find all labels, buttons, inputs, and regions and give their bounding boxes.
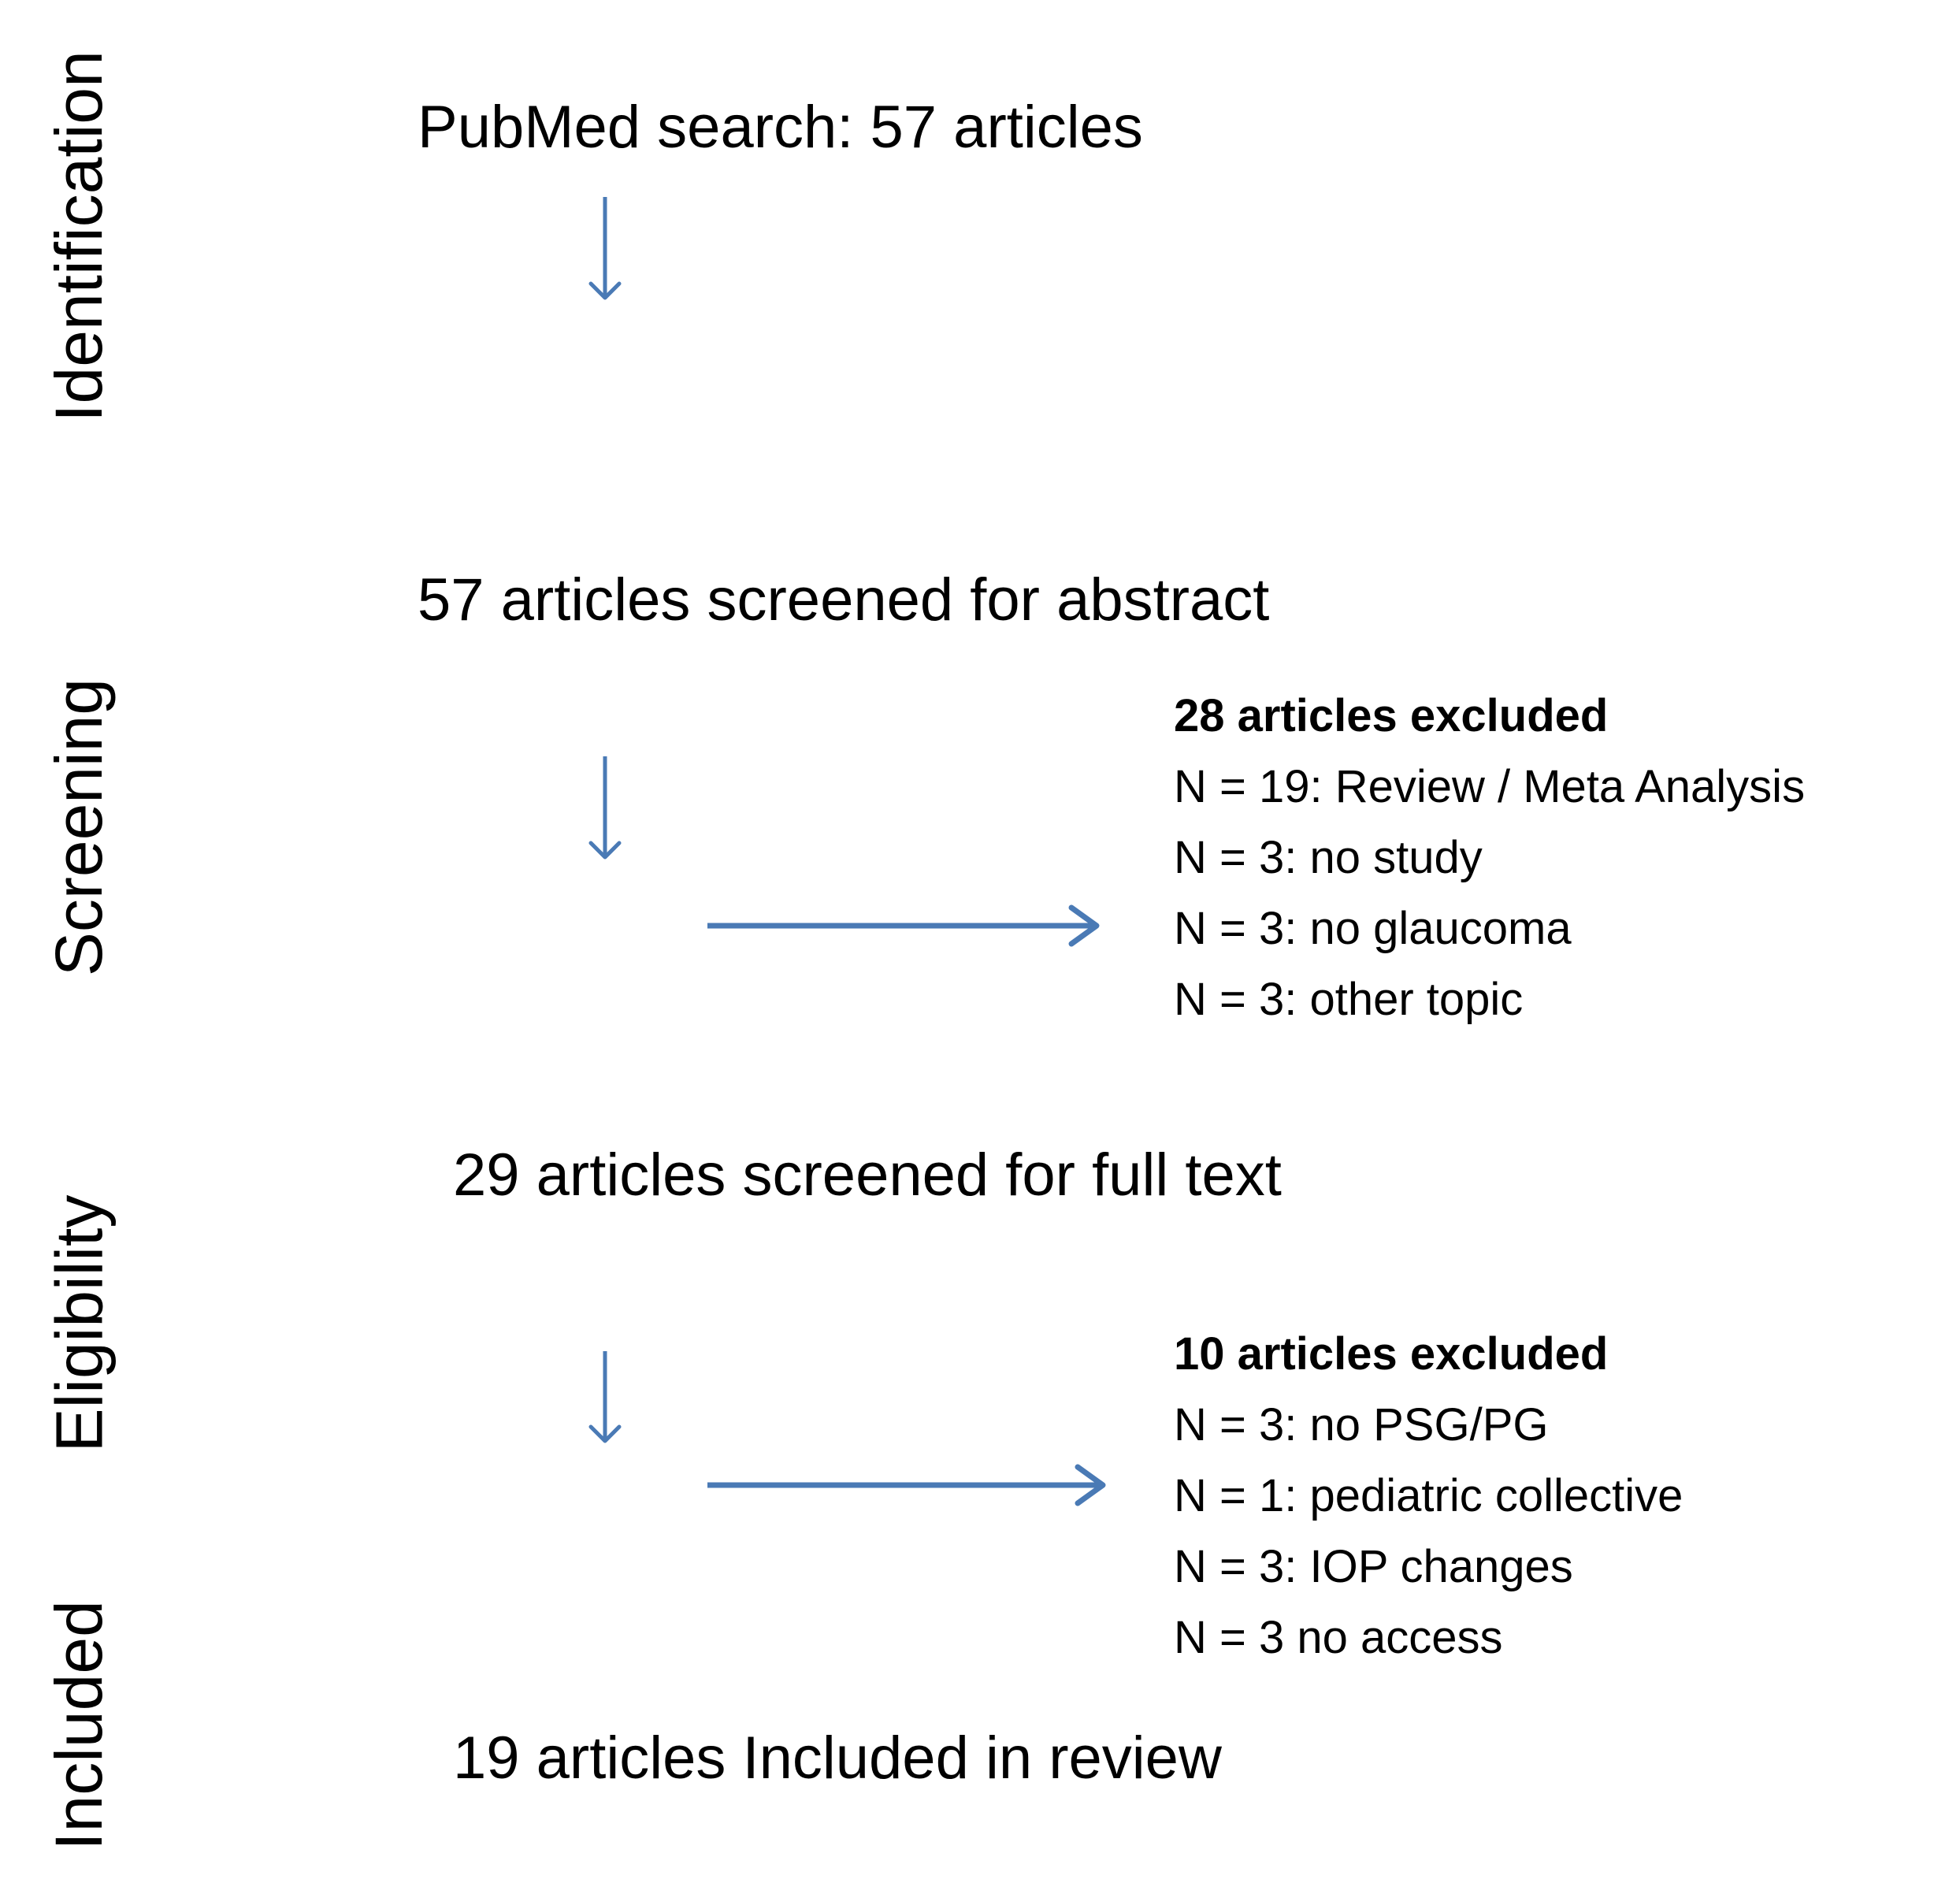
- exclusion-reason-fulltext-2: N = 1: pediatric collective: [1174, 1470, 1683, 1521]
- stage-label-identification-text: Identification: [42, 50, 117, 422]
- arrow-down-icon-eligibility-to-included: [588, 1351, 622, 1443]
- stage-label-included: Included: [0, 1556, 158, 1894]
- flow-node-included-in-review: 19 articles Included in review: [453, 1725, 1222, 1792]
- stage-label-screening-text: Screening: [42, 678, 116, 977]
- stage-label-included-text: Included: [42, 1600, 116, 1851]
- arrow-down-icon-screening-to-eligibility: [588, 756, 622, 860]
- exclusion-reason-abstract-2: N = 3: no study: [1174, 832, 1483, 883]
- exclusion-reason-fulltext-3: N = 3: IOP changes: [1174, 1541, 1573, 1592]
- flow-node-identification: PubMed search: 57 articles: [418, 94, 1143, 161]
- exclusion-reason-fulltext-1: N = 3: no PSG/PG: [1174, 1399, 1549, 1450]
- flow-node-screened-for-abstract: 57 articles screened for abstract: [418, 566, 1270, 633]
- stage-label-screening: Screening: [0, 622, 158, 1032]
- flow-node-screened-for-full-text: 29 articles screened for full text: [453, 1142, 1282, 1209]
- exclusion-reason-abstract-4: N = 3: other topic: [1174, 974, 1524, 1025]
- exclusion-reason-fulltext-4: N = 3 no access: [1174, 1612, 1503, 1663]
- exclusion-title-abstract: 28 articles excluded: [1174, 690, 1609, 741]
- exclusion-block-fulltext: 10 articles excluded N = 3: no PSG/PG N …: [1174, 1331, 1960, 1661]
- arrow-right-icon-exclude-abstract: [707, 904, 1100, 947]
- arrow-right-icon-exclude-fulltext: [707, 1464, 1106, 1506]
- stage-label-eligibility-text: Eligibility: [42, 1194, 116, 1453]
- stage-label-identification: Identification: [0, 0, 158, 473]
- stage-label-eligibility: Eligibility: [0, 1127, 158, 1521]
- arrow-down-icon-identification-to-screening: [588, 197, 622, 300]
- exclusion-reason-abstract-1: N = 19: Review / Meta Analysis: [1174, 761, 1806, 812]
- stage-label-rail: Identification Screening Eligibility Inc…: [0, 0, 158, 1894]
- exclusion-title-fulltext: 10 articles excluded: [1174, 1328, 1609, 1380]
- exclusion-reason-abstract-3: N = 3: no glaucoma: [1174, 903, 1572, 954]
- exclusion-block-abstract: 28 articles excluded N = 19: Review / Me…: [1174, 693, 1960, 1023]
